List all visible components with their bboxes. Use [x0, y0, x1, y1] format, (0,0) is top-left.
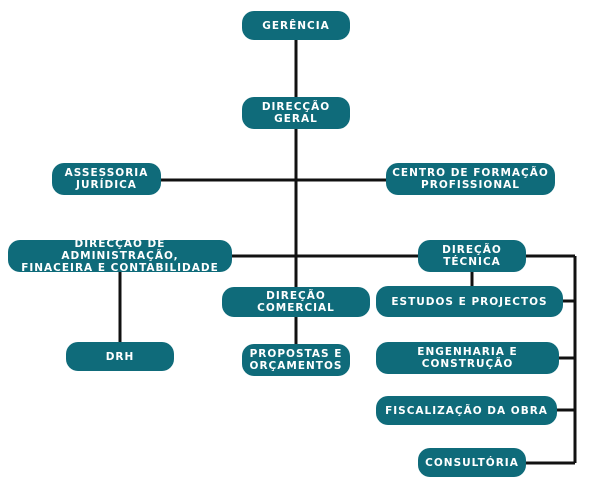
node-propostas-orcamentos: PROPOSTAS E ORÇAMENTOS: [242, 344, 350, 376]
node-fiscalizacao-obra: FISCALIZAÇÃO DA OBRA: [376, 396, 557, 425]
node-consultoria: CONSULTÓRIA: [418, 448, 526, 477]
node-direcao-comercial: DIREÇÃO COMERCIAL: [222, 287, 370, 317]
node-estudos-projectos: ESTUDOS E PROJECTOS: [376, 286, 563, 317]
node-direccao-geral: DIRECÇÃO GERAL: [242, 97, 350, 129]
node-assessoria-juridica: ASSESSORIA JURÍDICA: [52, 163, 161, 195]
node-direcao-tecnica: DIREÇÃO TÉCNICA: [418, 240, 526, 272]
node-gerencia: GERÊNCIA: [242, 11, 350, 40]
node-direccao-administracao: DIRECÇÃO DE ADMINISTRAÇÃO, FINACEIRA E C…: [8, 238, 232, 274]
node-centro-formacao: CENTRO DE FORMAÇÃO PROFISSIONAL: [386, 163, 555, 195]
node-engenharia-construcao: ENGENHARIA E CONSTRUÇÃO: [376, 342, 559, 374]
node-drh: DRH: [66, 342, 174, 371]
